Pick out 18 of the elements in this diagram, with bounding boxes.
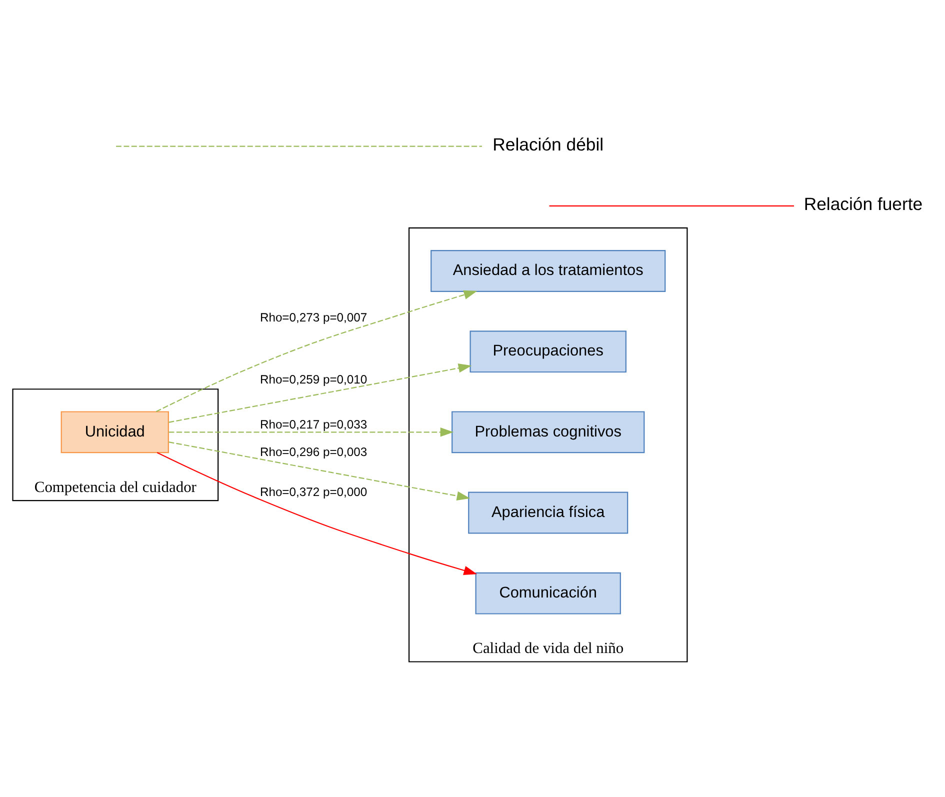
arrow: [156, 452, 478, 575]
node-box: Unicidad: [60, 411, 169, 454]
arrow: [156, 290, 478, 412]
node-box: Preocupaciones: [470, 330, 626, 373]
edge-label: Rho=0,296 p=0,003: [260, 445, 368, 460]
node-box: Apariencia física: [468, 492, 628, 534]
edge-label: Rho=0,273 p=0,007: [260, 310, 368, 325]
legend-label: Relación débil: [492, 134, 604, 154]
node-box: Problemas cognitivos: [452, 411, 645, 454]
arrow: [168, 364, 472, 423]
arrow: [168, 442, 470, 500]
edge-label: Rho=0,259 p=0,010: [260, 372, 368, 386]
node-box: Comunicación: [475, 572, 621, 614]
edge-label: Rho=0,217 p=0,033: [260, 418, 368, 432]
legend-label: Relación fuerte: [804, 194, 923, 214]
edge-label: Rho=0,372 p=0,000: [260, 484, 368, 499]
arrow: [168, 428, 454, 437]
node-box: Ansiedad a los tratamientos: [430, 250, 666, 292]
